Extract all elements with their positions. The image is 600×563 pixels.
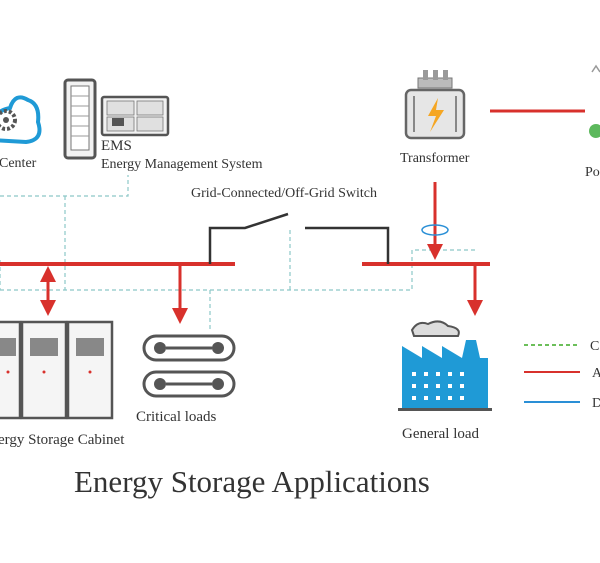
server-rack-icon xyxy=(63,78,97,160)
ems-short-label: EMS xyxy=(101,138,132,154)
grid-switch xyxy=(208,212,390,264)
switch-label: Grid-Connected/Off-Grid Switch xyxy=(191,186,377,201)
po-label: Po xyxy=(585,165,600,180)
center-label: Center xyxy=(0,156,37,171)
legend-comm-text: C xyxy=(590,339,599,354)
legend: C A D xyxy=(524,339,600,411)
cloud-gear-icon xyxy=(0,95,42,145)
power-arrows xyxy=(40,182,483,324)
transformer-icon xyxy=(404,70,466,140)
legend-ac-text: A xyxy=(592,366,600,381)
cabinet-icon xyxy=(0,320,114,420)
ac-bus xyxy=(0,109,585,266)
monitor-icon xyxy=(100,95,170,137)
critical-load-icon xyxy=(142,334,236,398)
communication-lines xyxy=(0,175,475,330)
cabinet-label: ergy Storage Cabinet xyxy=(0,432,125,448)
factory-icon xyxy=(398,320,492,411)
transformer-label: Transformer xyxy=(400,151,470,166)
general-load-label: General load xyxy=(402,426,480,442)
grid-node-icon xyxy=(589,124,600,138)
ems-long-label: Energy Management System xyxy=(101,157,263,172)
critical-loads-label: Critical loads xyxy=(136,409,217,425)
legend-dc-text: D xyxy=(592,396,600,411)
diagram-title: Energy Storage Applications xyxy=(74,464,430,499)
current-sensor-icon xyxy=(421,224,449,236)
